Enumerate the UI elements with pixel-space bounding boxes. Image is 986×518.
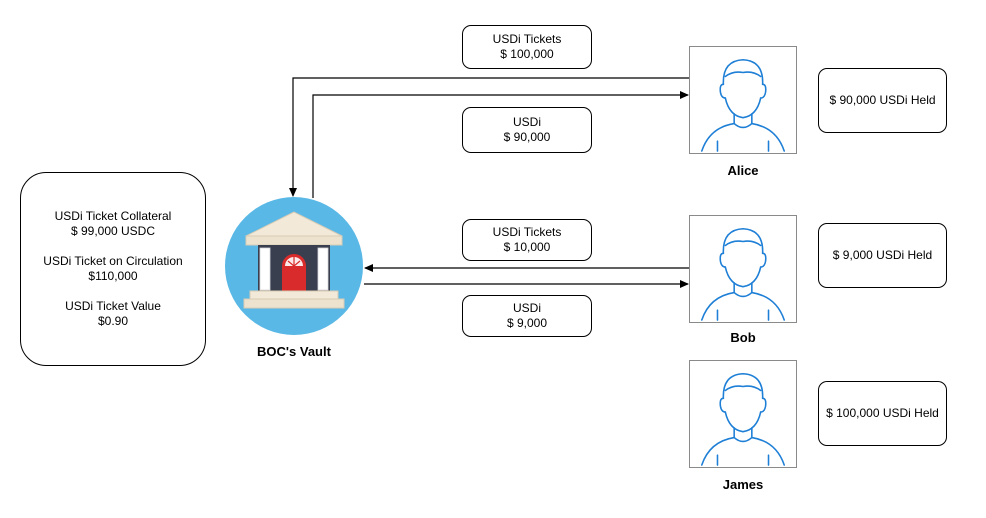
ticket-info-box: USDi Ticket Collateral $ 99,000 USDC USD…	[20, 172, 206, 366]
alice-held: $ 90,000 USDi Held	[829, 93, 936, 107]
user-icon	[700, 58, 786, 152]
alice-usdi-title: USDi	[512, 115, 541, 129]
ticket-value-title: USDi Ticket Value	[65, 299, 161, 313]
user-icon	[700, 227, 786, 321]
james-name: James	[722, 477, 764, 492]
bob-usdi-title: USDi	[512, 301, 541, 315]
bob-tickets-title: USDi Tickets	[492, 225, 562, 239]
bob-tickets-amount: $ 10,000	[503, 240, 551, 254]
alice-name: Alice	[727, 163, 759, 178]
collateral-title: USDi Ticket Collateral	[54, 209, 172, 223]
vault-roof-base	[245, 235, 343, 246]
ticket-value: $0.90	[97, 314, 129, 328]
bank-icon	[225, 197, 363, 335]
vault-label: BOC's Vault	[257, 344, 331, 359]
user-icon	[700, 372, 786, 466]
james-held-box: $ 100,000 USDi Held	[818, 381, 947, 446]
alice-tickets-amount: $ 100,000	[500, 47, 554, 61]
vault-node	[224, 196, 364, 336]
vault-column-1	[259, 247, 271, 291]
vault-column-2	[317, 247, 329, 291]
alice-tickets-box: USDi Tickets $ 100,000	[462, 25, 592, 69]
circulation-value: $110,000	[88, 269, 138, 283]
alice-held-box: $ 90,000 USDi Held	[818, 68, 947, 133]
alice-usdi-box: USDi $ 90,000	[462, 107, 592, 153]
bob-usdi-box: USDi $ 9,000	[462, 295, 592, 337]
james-avatar	[689, 360, 797, 468]
alice-avatar	[689, 46, 797, 154]
vault-step-2	[243, 298, 345, 309]
arrow-vault-usdi-to-alice	[312, 91, 689, 198]
bob-held: $ 9,000 USDi Held	[832, 248, 933, 262]
vault-step-1	[249, 290, 339, 300]
james-held: $ 100,000 USDi Held	[826, 406, 939, 420]
bob-tickets-box: USDi Tickets $ 10,000	[462, 219, 592, 261]
arrow-alice-tickets-to-vault	[289, 77, 690, 197]
collateral-value: $ 99,000 USDC	[70, 224, 156, 238]
alice-usdi-amount: $ 90,000	[503, 130, 551, 144]
alice-tickets-title: USDi Tickets	[492, 32, 562, 46]
circulation-title: USDi Ticket on Circulation	[43, 254, 183, 268]
bob-usdi-amount: $ 9,000	[506, 316, 548, 330]
bob-held-box: $ 9,000 USDi Held	[818, 223, 947, 288]
bob-name: Bob	[730, 330, 756, 345]
bob-avatar	[689, 215, 797, 323]
